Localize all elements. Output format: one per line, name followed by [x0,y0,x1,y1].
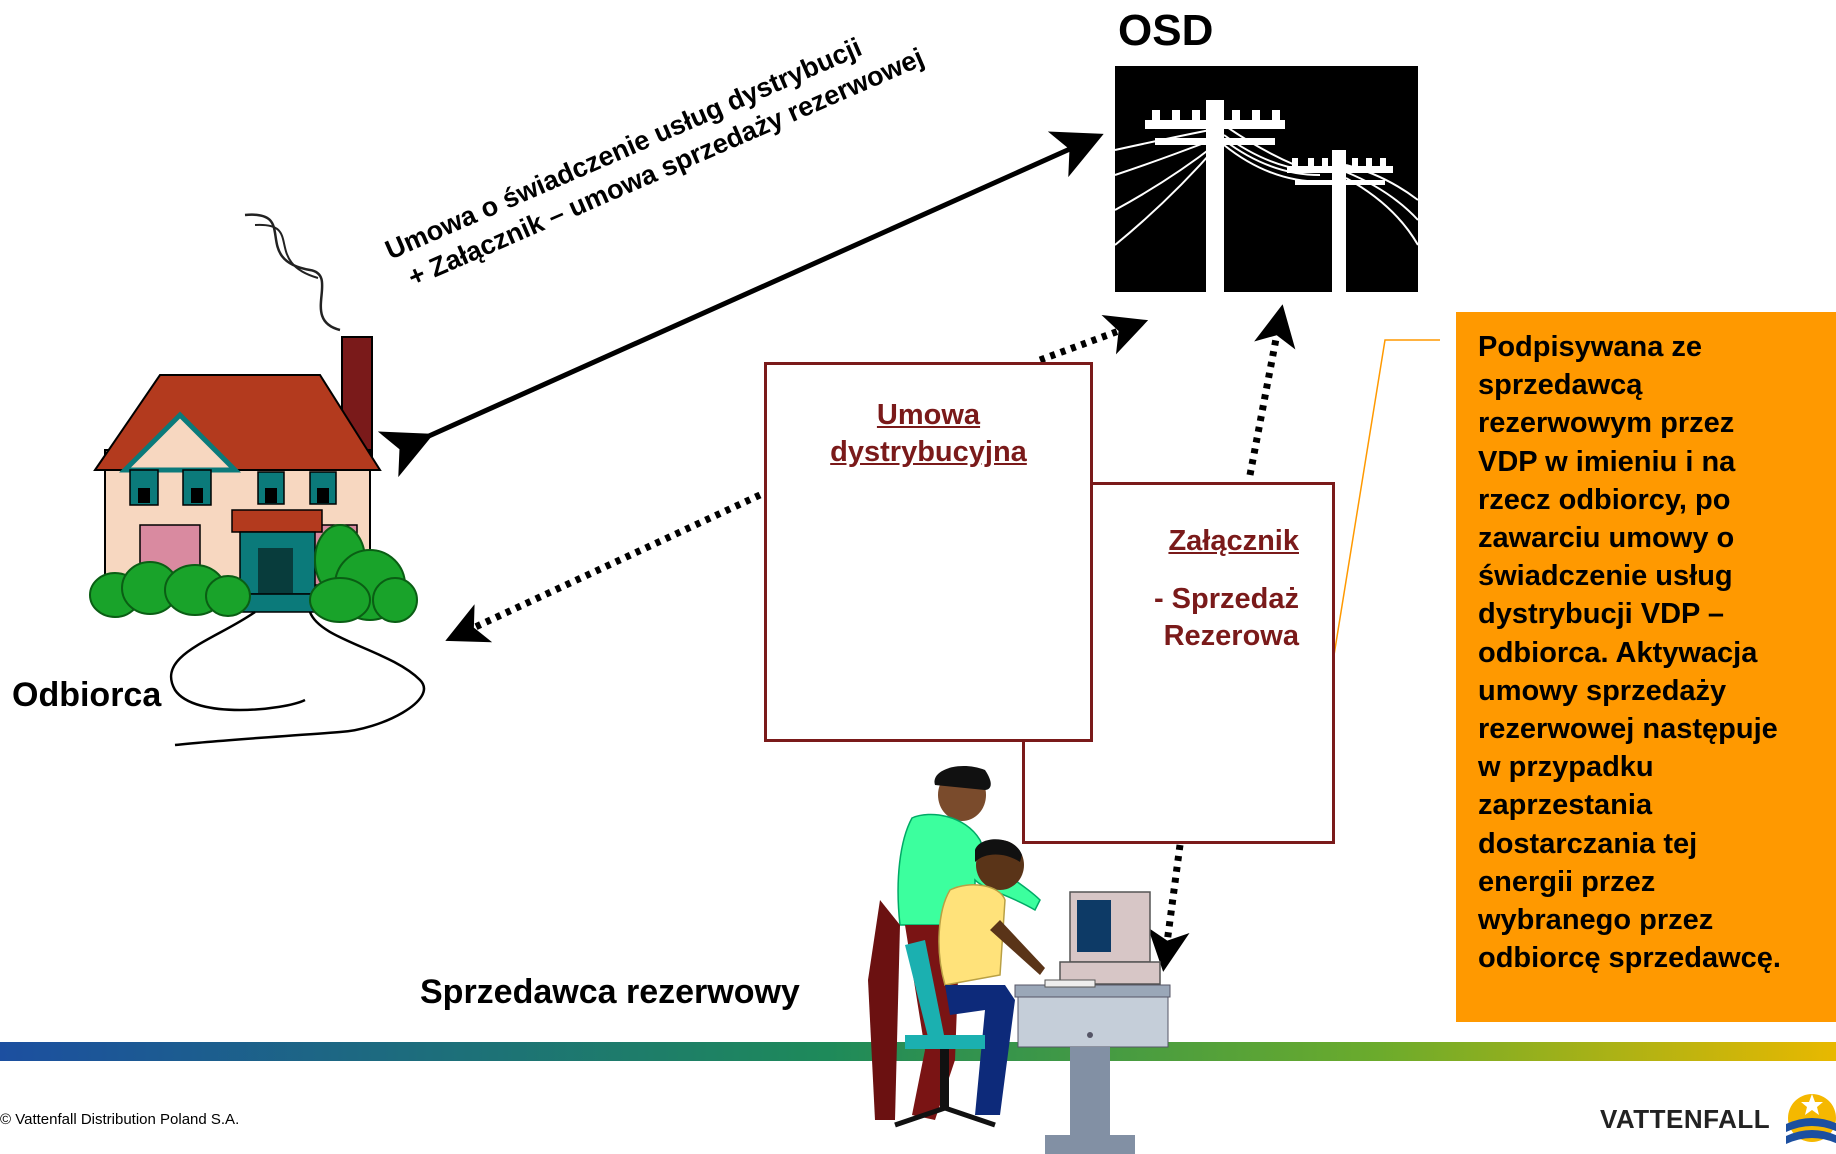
seller-label: Sprzedawca rezerwowy [420,973,800,1011]
annex-body-line2: Rezerowa [1163,620,1299,652]
dotted-arrow-annex-to-seller [1147,844,1190,972]
osd-title: OSD [1118,6,1214,55]
distribution-contract-document: Umowa dystrybucyjna [764,362,1093,742]
contract-arrow [377,131,1104,478]
distribution-contract-title: Umowa dystrybucyjna [767,397,1090,471]
office-workers-icon [868,765,1171,1154]
annex-body: - Sprzedaż Rezerowa [1154,581,1299,655]
note-box: Podpisywana ze sprzedawcą rezerwowym prz… [1456,312,1836,1022]
dotted-arrow-doc-to-customer [445,491,762,643]
annex-title: Załącznik [1168,525,1299,557]
distribution-contract-title-line1: Umowa [876,399,981,431]
brand-name: VATTENFALL [1600,1104,1771,1134]
dotted-arrow-doc-to-osd [1038,314,1149,364]
footer-copyright: © Vattenfall Distribution Poland S.A. [0,1111,240,1128]
vattenfall-logo-icon [1786,1094,1836,1144]
customer-label: Odbiorca [12,676,162,714]
footer-bar [0,1042,1836,1061]
dotted-arrow-annex-to-osd [1246,304,1296,476]
power-lines-icon [1114,66,1419,292]
annex-body-line1: - Sprzedaż [1153,583,1299,615]
note-text: Podpisywana ze sprzedawcą rezerwowym prz… [1478,331,1781,975]
note-leader-line [1329,339,1440,681]
house-icon [89,213,426,747]
distribution-contract-title-line2: dystrybucyjna [830,436,1027,468]
